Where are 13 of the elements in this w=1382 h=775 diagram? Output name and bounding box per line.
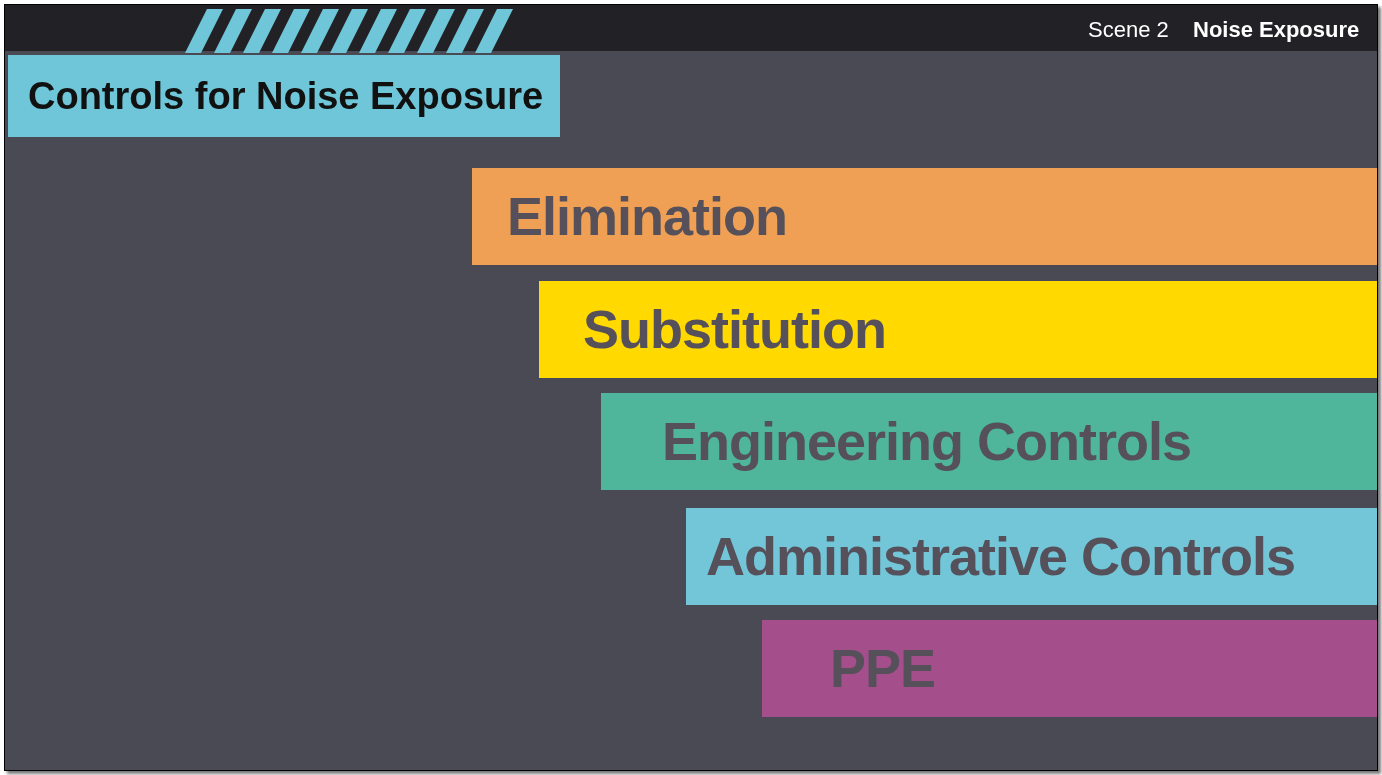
title-banner: Controls for Noise Exposure [8,55,560,137]
bar-label: Substitution [583,298,886,361]
scene-title: Noise Exposure [1193,17,1360,43]
bar-label: Engineering Controls [662,410,1192,473]
hierarchy-bar [762,620,1377,717]
bar-label: Elimination [507,185,787,248]
hierarchy-bar [472,168,1377,265]
hierarchy-bar [686,508,1377,605]
hierarchy-bar [539,281,1377,378]
bar-label: PPE [830,637,936,700]
hierarchy-bar [601,393,1377,490]
bar-label: Administrative Controls [706,525,1296,588]
scene-number: Scene 2 [1088,17,1169,43]
